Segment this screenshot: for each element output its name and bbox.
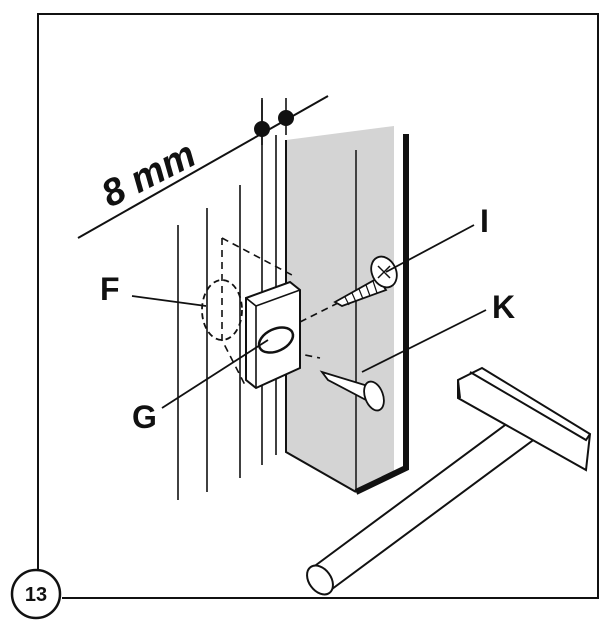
leader-g <box>161 339 269 409</box>
frame-border <box>37 13 599 599</box>
leader-lines <box>131 224 487 409</box>
label-k: K <box>492 289 515 325</box>
leader-i <box>385 224 475 273</box>
dimension-dot-left <box>254 121 270 137</box>
bracket-hole <box>257 326 295 354</box>
vertical-post <box>285 126 409 495</box>
drill-hole-circle <box>201 279 243 341</box>
hammer-handle-end <box>306 564 334 596</box>
step-number: 13 <box>25 584 47 606</box>
leader-f <box>131 295 207 307</box>
dimension-label: 8 mm <box>95 134 203 216</box>
label-g: G <box>132 399 157 435</box>
nail <box>319 370 385 412</box>
dimension-marker <box>77 95 329 239</box>
bracket-block <box>245 280 301 390</box>
leader-k <box>361 309 487 373</box>
dimension-dot-right <box>278 110 294 126</box>
nail-head <box>363 380 385 412</box>
label-f: F <box>100 271 120 307</box>
label-i: I <box>480 203 489 239</box>
screw <box>333 255 398 307</box>
hammer-illustration <box>306 366 592 596</box>
step-badge: 13 <box>10 568 62 620</box>
